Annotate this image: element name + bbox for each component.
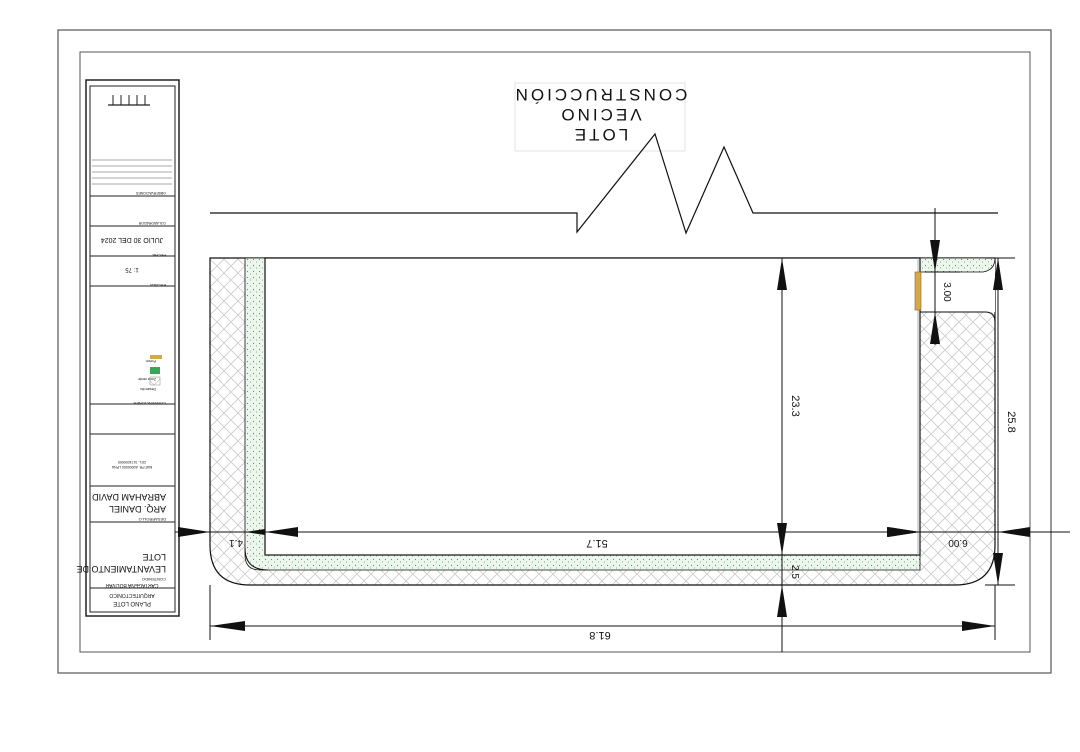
tb-scale-value: 1: 75 xyxy=(125,266,139,272)
dim-right-setback: 6.00 xyxy=(888,527,1070,548)
tb-content-line2: LOTE xyxy=(142,552,166,562)
inner-frame xyxy=(79,51,1031,653)
dim-left-setback: 4.1 xyxy=(175,527,265,548)
dim-bottom-strip: 2.5 xyxy=(777,555,800,652)
dim-bottom-strip-label: 2.5 xyxy=(789,565,800,579)
dim-right-setback-label: 6.00 xyxy=(948,537,968,548)
tb-designer-line1: ARQ. DANIEL xyxy=(109,504,166,514)
dim-inner-height-label: 23.3 xyxy=(789,395,801,416)
entrance-green-strip xyxy=(919,257,996,273)
entrance-return-line xyxy=(920,311,996,323)
tb-legend-2: Zona verde xyxy=(138,377,156,381)
dim-left-setback-label: 4.1 xyxy=(229,537,243,548)
inner-lot-area xyxy=(264,257,921,556)
tb-content-line1: LEVANTAMIENTO DE xyxy=(76,564,166,574)
dim-inner-height: 23.3 xyxy=(777,258,801,555)
tb-date-value: JULIO 30 DEL 2024 xyxy=(101,236,163,243)
title-block: PLANO LOTE ARQUITECTONICO CARTAGENA BOLI… xyxy=(76,79,180,617)
tb-plan-type: ARQUITECTONICO xyxy=(109,592,154,598)
company-logo-icon xyxy=(108,95,150,106)
tb-scale-label: ESCALA xyxy=(150,283,166,288)
neighbor-line3: CONSTRUCCIÓN xyxy=(513,85,688,104)
tb-collaborators-label: COLABORADOR xyxy=(138,221,166,225)
dim-inner-width-label: 51.7 xyxy=(586,537,607,549)
legend-swatch-green xyxy=(150,367,160,374)
tb-location: CARTAGENA BOLIVAR xyxy=(105,582,158,588)
legend-swatch-development xyxy=(149,376,161,386)
outer-frame xyxy=(57,29,1052,674)
tb-observations-label: OBSERVACIONES xyxy=(135,191,166,195)
tb-mp-line1: MAT.PR. A0000000 LPNA xyxy=(111,465,152,469)
neighbor-line1: LOTE xyxy=(572,125,628,144)
tb-conventions-label: CONVENCIONES xyxy=(133,401,166,406)
neighbor-line2: VECINO xyxy=(558,105,641,124)
tb-designer-line2: ABRAHAM DAVID xyxy=(92,492,166,502)
inner-corner-curve xyxy=(244,547,269,571)
tb-legend-3: Porton xyxy=(146,359,156,363)
tb-developed-label: DESARROLLO xyxy=(139,517,166,522)
neighbor-boundary-break-line xyxy=(210,132,998,235)
tb-content-label: CONTENIDO xyxy=(142,577,166,582)
dim-right-height-label: 25.8 xyxy=(1005,411,1017,432)
tb-date-label: FECHA xyxy=(152,253,166,258)
dim-overall-width-label: 61.8 xyxy=(589,629,610,641)
gate-marker xyxy=(914,271,922,311)
legend-swatch-gate xyxy=(150,355,162,359)
tb-plan-title: PLANO LOTE xyxy=(113,600,151,606)
tb-legend-1: Desarrollo xyxy=(140,387,156,391)
dim-entrance-width-label: 3.00 xyxy=(941,282,952,302)
dim-overall-width: 61.8 xyxy=(209,585,996,641)
tb-mp-line2: CEL. 3174000000 xyxy=(118,460,146,464)
dim-entrance-width: 3.00 xyxy=(925,208,960,345)
dim-right-height: 25.8 xyxy=(985,257,1017,586)
